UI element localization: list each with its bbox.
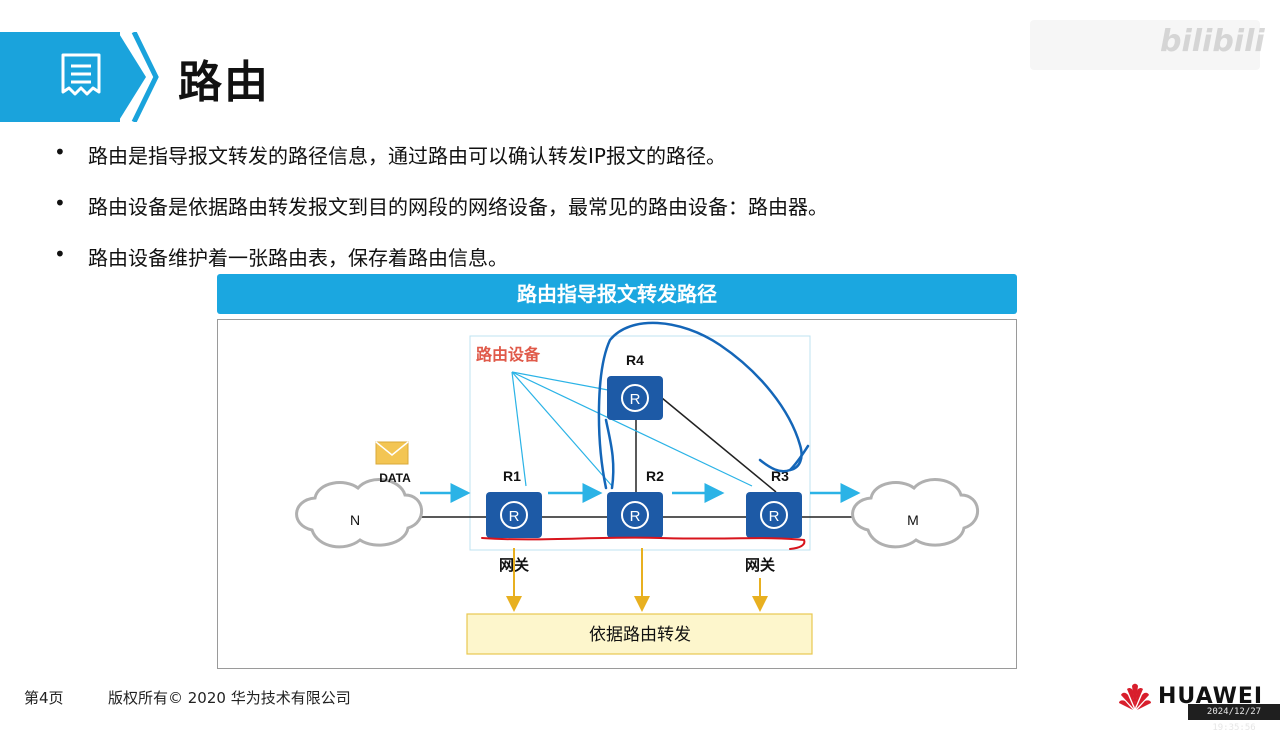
network-cloud-n	[295, 478, 424, 549]
forward-box	[466, 613, 813, 655]
network-label-m: M	[907, 512, 919, 528]
bullet-text: 路由设备是依据路由转发报文到目的网段的网络设备，最常见的路由设备：路由器。	[88, 195, 828, 219]
router-r3-icon: R	[746, 492, 802, 538]
routing-diagram: N M DATA 路由设备 R R4 R R1 R R2 R R3	[295, 321, 980, 655]
data-label: DATA	[379, 471, 411, 485]
bullet-dot-icon: •	[54, 191, 66, 215]
pointer-line	[511, 371, 527, 487]
footer-copyright: 版权所有© 2020 华为技术有限公司	[108, 689, 351, 707]
bullet-text: 路由设备维护着一张路由表，保存着路由信息。	[88, 246, 508, 270]
forward-box-label: 依据路由转发	[589, 625, 691, 645]
timestamp: 2024/12/27 19:35:56	[1188, 704, 1280, 733]
router-r1-icon: R	[486, 492, 542, 538]
gateway-label-right: 网关	[745, 556, 775, 574]
bullet-item: • 路由设备维护着一张路由表，保存着路由信息。	[52, 242, 828, 270]
routing-device-area	[469, 335, 811, 551]
header-chevron-outline	[131, 32, 159, 122]
pointer-line	[511, 371, 753, 487]
router-r4-icon: R	[607, 376, 663, 420]
router-label-r2: R2	[646, 468, 664, 484]
envelope-icon	[375, 441, 409, 465]
bullet-dot-icon: •	[54, 140, 66, 164]
network-cloud-m	[851, 478, 980, 549]
pen-annotation-blue	[758, 444, 810, 473]
watermark-logo: bilibili	[1160, 24, 1265, 59]
svg-text:R: R	[509, 508, 520, 525]
router-label-r4: R4	[626, 352, 644, 368]
bullet-dot-icon: •	[54, 242, 66, 266]
bullet-item: • 路由是指导报文转发的路径信息，通过路由可以确认转发IP报文的路径。	[52, 140, 828, 168]
svg-text:R: R	[769, 508, 780, 525]
diagram-frame	[217, 319, 1017, 669]
svg-text:R: R	[630, 508, 641, 525]
footer-page-number: 第4页	[24, 689, 64, 707]
routing-device-label: 路由设备	[476, 345, 541, 364]
diagram-title: 路由指导报文转发路径	[217, 274, 1017, 314]
svg-text:R: R	[630, 391, 641, 408]
page-title: 路由	[178, 57, 270, 108]
pointer-line	[511, 371, 609, 391]
pen-annotation-blue	[597, 321, 803, 490]
watermark-area	[1030, 20, 1260, 70]
router-label-r1: R1	[503, 468, 521, 484]
pointer-line	[511, 371, 613, 487]
router-r2-icon: R	[607, 492, 663, 538]
network-label-n: N	[350, 512, 360, 528]
huawei-logo-icon	[1119, 683, 1151, 710]
bullet-text: 路由是指导报文转发的路径信息，通过路由可以确认转发IP报文的路径。	[88, 144, 726, 168]
pen-annotation-blue	[604, 418, 615, 490]
pen-annotation-red	[481, 536, 806, 550]
link-r4-r3	[661, 397, 777, 493]
bullet-item: • 路由设备是依据路由转发报文到目的网段的网络设备，最常见的路由设备：路由器。	[52, 191, 828, 219]
document-icon	[61, 53, 101, 96]
bullet-list: • 路由是指导报文转发的路径信息，通过路由可以确认转发IP报文的路径。 • 路由…	[52, 140, 828, 293]
